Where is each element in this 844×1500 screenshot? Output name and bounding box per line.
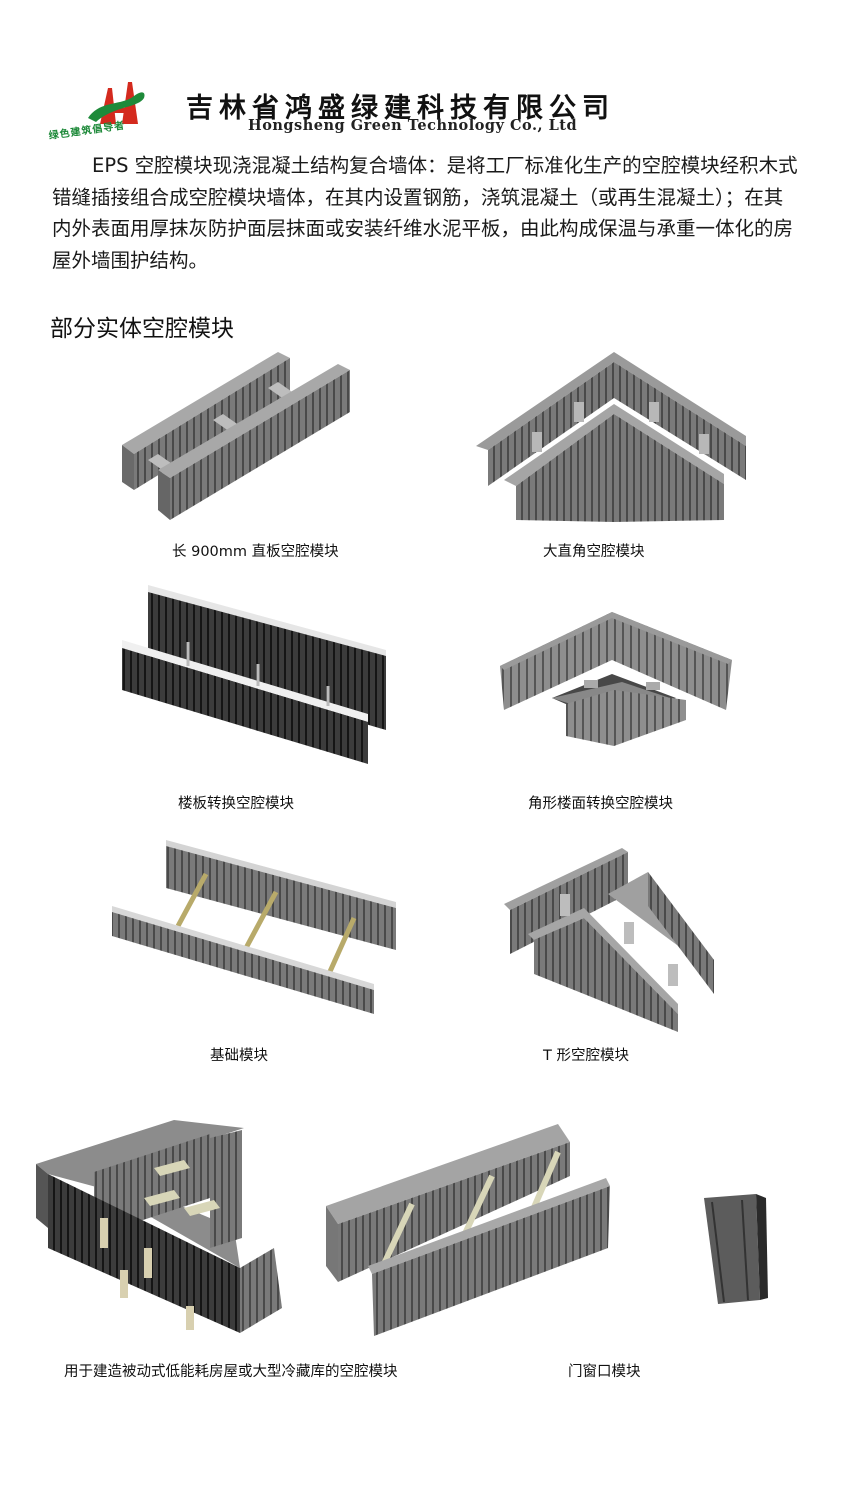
door-window-block-image	[700, 1190, 770, 1310]
caption-door-window-block: 门窗口模块	[568, 1364, 641, 1380]
caption-right-angle-block: 大直角空腔模块	[543, 544, 645, 560]
caption-straight-block: 长 900mm 直板空腔模块	[172, 544, 339, 560]
passive-house-straight-block-image	[322, 1116, 614, 1338]
caption-t-shaped-block: T 形空腔模块	[543, 1048, 629, 1064]
hongsheng-logo-icon	[88, 82, 145, 124]
caption-floor-transition-block: 楼板转换空腔模块	[178, 796, 294, 812]
section-title: 部分实体空腔模块	[50, 316, 234, 342]
t-shaped-block-image	[498, 844, 718, 1034]
passive-house-block-image	[34, 1108, 289, 1333]
caption-corner-floor-transition-block: 角形楼面转换空腔模块	[528, 796, 673, 812]
intro-paragraph: EPS 空腔模块现浇混凝土结构复合墙体：是将工厂标准化生产的空腔模块经积木式错缝…	[52, 154, 798, 272]
right-angle-block-image	[474, 350, 749, 525]
company-name-en: Hongsheng Green Technology Co., Ltd	[248, 117, 578, 134]
company-logo	[52, 78, 172, 140]
straight-block-image	[118, 350, 358, 525]
floor-transition-block-image	[118, 580, 393, 765]
caption-foundation-block: 基础模块	[210, 1048, 268, 1064]
caption-passive-house-block: 用于建造被动式低能耗房屋或大型冷藏库的空腔模块	[64, 1364, 398, 1380]
corner-floor-transition-block-image	[496, 600, 736, 750]
company-name-cn: 吉林省鸿盛绿建科技有限公司	[186, 93, 615, 124]
foundation-block-image	[106, 836, 401, 1016]
